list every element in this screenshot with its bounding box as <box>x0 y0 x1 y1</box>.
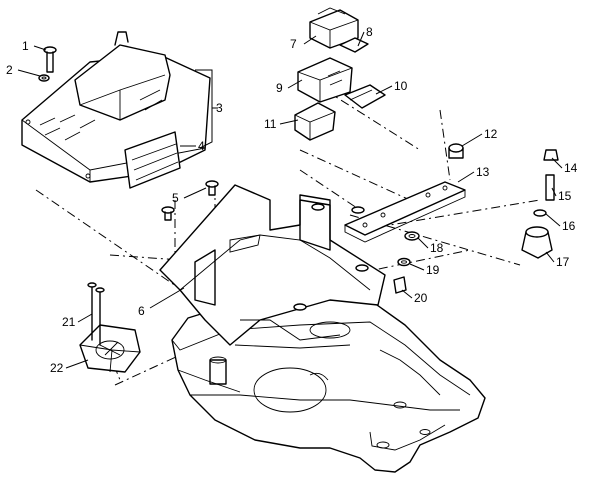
callout-22: 22 <box>50 361 64 375</box>
washer-2 <box>38 74 50 82</box>
callout-10: 10 <box>394 79 408 93</box>
washer-19 <box>397 257 411 267</box>
callout-6: 6 <box>138 304 145 318</box>
callout-3: 3 <box>216 101 223 115</box>
relay-7 <box>309 7 359 49</box>
callout-7: 7 <box>290 37 297 51</box>
mounting-plate-13 <box>344 181 466 243</box>
callout-1: 1 <box>22 39 29 53</box>
controller-module <box>21 31 211 189</box>
callout-20: 20 <box>414 291 428 305</box>
callout-15: 15 <box>558 189 572 203</box>
bumper-17 <box>521 226 553 259</box>
callout-5: 5 <box>172 191 179 205</box>
callout-labels: 1 2 3 4 5 6 7 8 9 10 11 12 13 14 15 16 1… <box>6 25 578 375</box>
screw-5 <box>161 180 219 221</box>
washer-16 <box>533 209 547 217</box>
callout-21: 21 <box>62 315 76 329</box>
callout-14: 14 <box>564 161 578 175</box>
lower-housing <box>171 299 486 473</box>
fuse-10 <box>344 84 386 109</box>
screw-set <box>293 203 369 311</box>
screw-1 <box>43 46 57 73</box>
callout-8: 8 <box>366 25 373 39</box>
clip-11 <box>294 102 336 141</box>
callout-19: 19 <box>426 263 440 277</box>
callout-11: 11 <box>264 117 277 131</box>
fan-22 <box>79 324 141 373</box>
mounting-bracket <box>159 184 386 346</box>
fuse-8 <box>339 37 369 53</box>
callout-13: 13 <box>476 165 490 179</box>
nut-14 <box>543 149 559 161</box>
leader-lines <box>17 31 563 369</box>
callout-9: 9 <box>276 81 283 95</box>
nut-20 <box>393 276 407 294</box>
washer-18 <box>404 231 420 241</box>
callout-12: 12 <box>484 127 498 141</box>
callout-18: 18 <box>430 241 444 255</box>
callout-16: 16 <box>562 219 576 233</box>
screw-21 <box>87 282 105 346</box>
callout-2: 2 <box>6 63 13 77</box>
grommet-12 <box>448 143 464 159</box>
callout-4: 4 <box>198 139 205 153</box>
spacer-15 <box>545 174 555 201</box>
callout-17: 17 <box>556 255 570 269</box>
connector-9 <box>297 57 353 103</box>
